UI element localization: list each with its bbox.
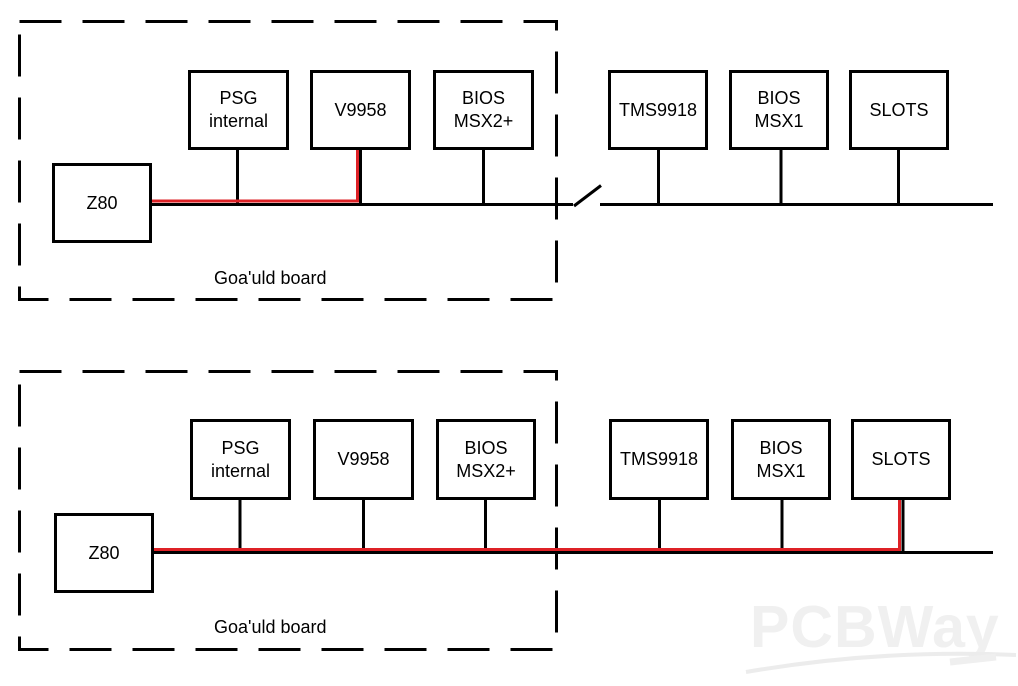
watermark-swoosh xyxy=(745,651,1017,674)
box-slots-top: SLOTS xyxy=(849,70,949,150)
box-label: Z80 xyxy=(88,542,120,563)
box-label: V9958 xyxy=(337,449,390,469)
box-bios-msx1-top: BIOS MSX1 xyxy=(729,70,829,150)
active-path-bottom xyxy=(154,499,901,551)
box-label: BIOS MSX1 xyxy=(754,88,804,131)
box-v9958-top: V9958 xyxy=(310,70,411,150)
active-path-top xyxy=(152,149,359,203)
board-outline-top xyxy=(18,20,558,301)
board-label-top: Goa'uld board xyxy=(214,268,327,288)
box-z80-bottom: Z80 xyxy=(54,513,154,593)
box-label: BIOS MSX2+ xyxy=(453,88,514,131)
box-psg-top: PSG internal xyxy=(188,70,289,150)
board-label-bottom: Goa'uld board xyxy=(214,617,327,637)
box-label: BIOS MSX1 xyxy=(756,437,806,481)
box-label: SLOTS xyxy=(871,449,931,469)
bus-switch-open xyxy=(573,184,602,208)
box-label: BIOS MSX2+ xyxy=(456,437,516,481)
box-label: V9958 xyxy=(334,99,387,120)
box-slots-bottom: SLOTS xyxy=(851,419,951,500)
box-label: TMS9918 xyxy=(618,99,698,120)
box-psg-bottom: PSG internal xyxy=(190,419,291,500)
pcbway-watermark: PCBWay xyxy=(750,594,1000,660)
box-label: PSG internal xyxy=(210,437,271,481)
box-label: Z80 xyxy=(86,192,118,213)
box-tms9918-bottom: TMS9918 xyxy=(609,419,709,500)
box-label: PSG internal xyxy=(208,88,269,131)
box-bios-msx1-bottom: BIOS MSX1 xyxy=(731,419,831,500)
box-bios-msx2-top: BIOS MSX2+ xyxy=(433,70,534,150)
box-z80-top: Z80 xyxy=(52,163,152,243)
box-label: TMS9918 xyxy=(619,449,699,469)
box-label: SLOTS xyxy=(869,99,929,120)
box-tms9918-top: TMS9918 xyxy=(608,70,708,150)
watermark-swoosh-accent xyxy=(949,653,997,666)
board-outline-bottom xyxy=(18,370,558,651)
box-v9958-bottom: V9958 xyxy=(313,419,414,500)
box-bios-msx2-bottom: BIOS MSX2+ xyxy=(436,419,536,500)
